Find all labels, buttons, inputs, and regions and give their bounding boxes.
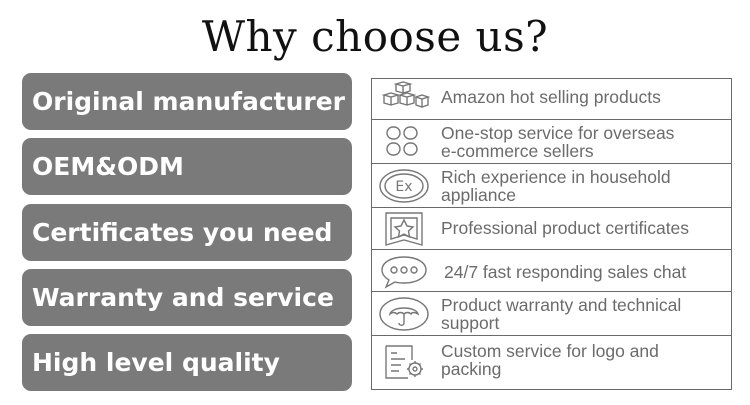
service-row: 24/7 fast responding sales chat bbox=[372, 249, 731, 291]
service-row: Amazon hot selling products bbox=[372, 79, 731, 119]
service-line: Product warranty and technical bbox=[441, 295, 682, 315]
service-row: Custom service for logo and packing bbox=[372, 335, 731, 389]
svg-text:Ex: Ex bbox=[395, 179, 412, 195]
star-certificate-icon bbox=[378, 211, 430, 247]
feature-pill-warranty: Warranty and service bbox=[22, 269, 352, 326]
service-line: Rich experience in household bbox=[441, 167, 671, 187]
service-line: Professional product certificates bbox=[441, 218, 690, 238]
service-text: One-stop service for overseas e-commerce… bbox=[441, 124, 727, 160]
umbrella-icon bbox=[378, 296, 430, 332]
service-row: Product warranty and technical support bbox=[372, 291, 731, 335]
feature-pill-quality: High level quality bbox=[22, 334, 352, 391]
service-line: Amazon hot selling products bbox=[441, 87, 661, 107]
document-gear-icon bbox=[378, 344, 430, 380]
service-line: e-commerce sellers bbox=[441, 141, 594, 161]
service-row: One-stop service for overseas e-commerce… bbox=[372, 119, 731, 163]
clover-icon bbox=[378, 123, 430, 159]
service-row: Professional product certificates bbox=[372, 207, 731, 249]
service-line: packing bbox=[441, 359, 502, 379]
service-line: support bbox=[441, 313, 500, 333]
services-box: Amazon hot selling products One-stop ser… bbox=[371, 78, 732, 390]
service-text: Custom service for logo and packing bbox=[441, 342, 727, 378]
feature-pill-certificates: Certificates you need bbox=[22, 204, 352, 261]
service-line: One-stop service for overseas bbox=[441, 123, 675, 143]
feature-pill-original-manufacturer: Original manufacturer bbox=[22, 73, 352, 130]
page-title: Why choose us? bbox=[201, 12, 549, 61]
chat-bubble-icon bbox=[378, 253, 430, 289]
ex-badge-icon: Ex bbox=[378, 168, 430, 204]
service-text: 24/7 fast responding sales chat bbox=[444, 263, 727, 281]
service-row: Ex Rich experience in household applianc… bbox=[372, 163, 731, 207]
service-line: appliance bbox=[441, 185, 516, 205]
service-text: Product warranty and technical support bbox=[441, 296, 727, 332]
service-text: Professional product certificates bbox=[441, 219, 727, 237]
boxes-icon bbox=[378, 81, 430, 117]
service-text: Rich experience in household appliance bbox=[441, 168, 727, 204]
service-line: 24/7 fast responding sales chat bbox=[444, 262, 687, 282]
service-text: Amazon hot selling products bbox=[441, 88, 727, 106]
feature-pill-oem-odm: OEM&ODM bbox=[22, 138, 352, 195]
service-line: Custom service for logo and bbox=[441, 341, 659, 361]
